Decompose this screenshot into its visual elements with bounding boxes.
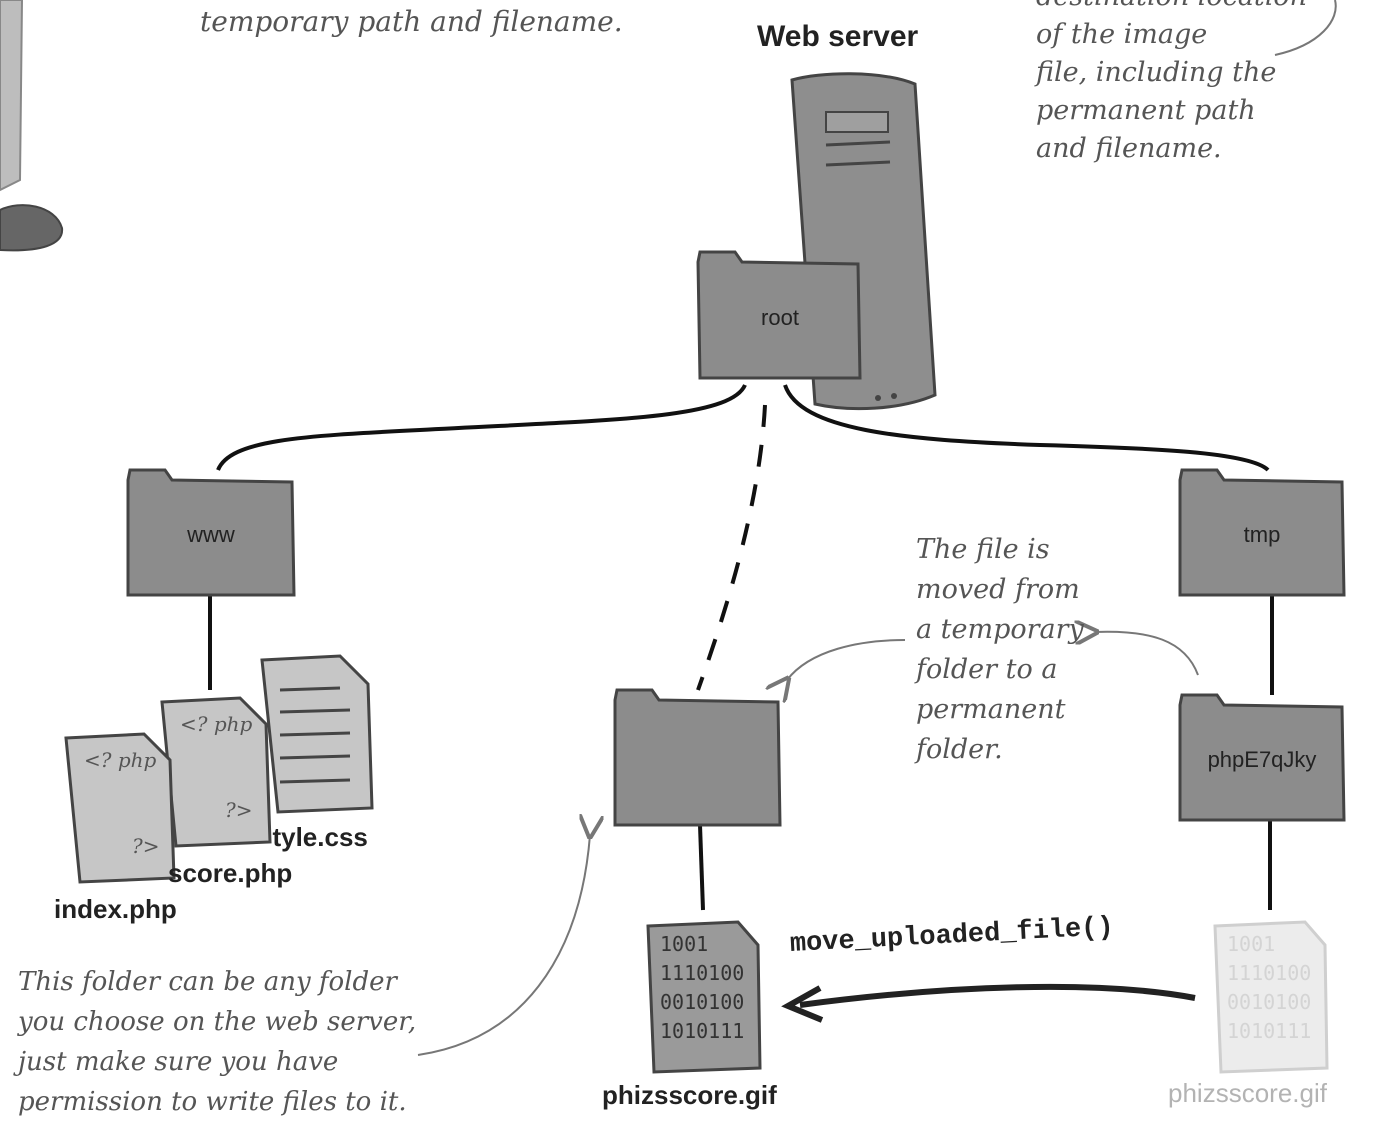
gif-source-binary: 1001 1110100 0010100 1010111	[1227, 932, 1312, 1043]
folder-tmp-icon[interactable]	[1178, 468, 1346, 597]
folder-phpE7qJky-label: phpE7qJky	[1207, 747, 1317, 772]
dest-to-gif-line	[698, 824, 705, 911]
file-index-php-icon[interactable]	[64, 732, 176, 884]
tree-connectors	[208, 384, 1274, 911]
note-top-left: temporary path and filename.	[200, 5, 623, 38]
folder-tmp-label: tmp	[1243, 522, 1281, 547]
score-php-open-tag: <? php	[180, 712, 253, 736]
folder-phpE7qJky-icon[interactable]	[1178, 693, 1346, 822]
index-php-open-tag: <? php	[84, 748, 157, 772]
file-gif-source-icon[interactable]	[1213, 920, 1329, 1074]
file-style-css-icon[interactable]	[260, 654, 374, 814]
score-php-close-tag: ?>	[225, 798, 253, 822]
web-server-label: Web server	[757, 20, 919, 53]
note-top-right: destination location of the image file, …	[1036, 0, 1307, 164]
root-to-www-line	[216, 384, 747, 471]
annotation-arrow-bottom-left	[417, 835, 590, 1056]
file-score-php-label: score.php	[168, 858, 293, 888]
file-gif-destination-icon[interactable]	[646, 920, 762, 1074]
move-arrow-head	[781, 985, 824, 1023]
folder-root-label: root	[761, 305, 799, 330]
folder-www-icon[interactable]	[126, 468, 296, 597]
annotation-arrow-top-right	[1274, 0, 1337, 56]
person-figure	[0, 0, 64, 252]
annotation-arrow-to-dest	[787, 639, 906, 680]
note-middle: The file is moved from a temporary folde…	[916, 534, 1084, 765]
annotation-arrow-to-tmp	[1095, 632, 1199, 676]
note-bottom-left: This folder can be any folder you choose…	[18, 967, 417, 1117]
file-gif-destination-label: phizsscore.gif	[602, 1080, 777, 1110]
move-arrow	[799, 983, 1196, 1008]
index-php-close-tag: ?>	[132, 834, 160, 858]
gif-destination-binary: 1001 1110100 0010100 1010111	[660, 932, 745, 1043]
root-to-dest-dashed-line	[696, 404, 767, 691]
root-to-tmp-line	[783, 384, 1270, 472]
folder-root-icon[interactable]	[696, 250, 862, 380]
file-style-css-label: style.css	[258, 822, 368, 852]
file-score-php-icon[interactable]	[160, 696, 272, 848]
folder-www-label: www	[187, 522, 235, 547]
file-gif-source-label: phizsscore.gif	[1168, 1078, 1327, 1108]
file-index-php-label: index.php	[54, 894, 177, 924]
folder-destination-icon[interactable]	[613, 688, 782, 827]
